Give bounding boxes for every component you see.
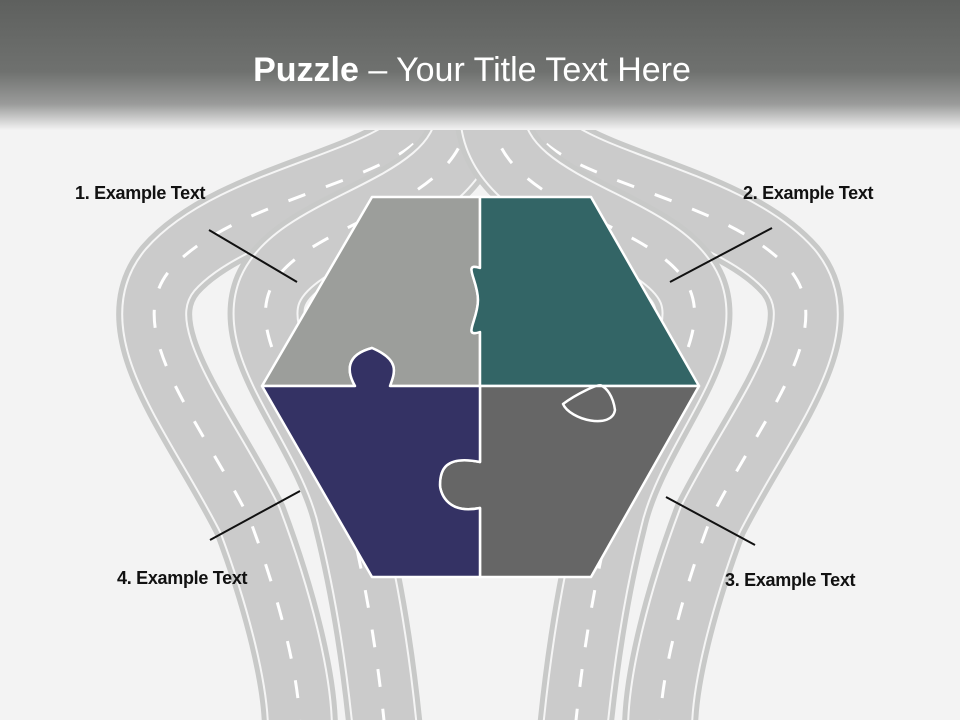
leader-line-4 xyxy=(209,490,301,541)
label-2: 2. Example Text xyxy=(743,183,874,203)
puzzle-piece-4[interactable] xyxy=(260,346,482,579)
slide-title: Puzzle – Your Title Text Here xyxy=(0,48,944,92)
label-1: 1. Example Text xyxy=(75,183,206,203)
label-4: 4. Example Text xyxy=(117,568,248,588)
leader-line-2 xyxy=(669,227,773,283)
label-3: 3. Example Text xyxy=(725,570,856,590)
leader-lines xyxy=(208,227,773,546)
leader-line-1 xyxy=(208,229,298,283)
title-bold: Puzzle xyxy=(253,51,359,89)
header-band xyxy=(0,0,960,130)
leader-line-3 xyxy=(665,496,756,546)
title-rest: – Your Title Text Here xyxy=(358,51,691,89)
